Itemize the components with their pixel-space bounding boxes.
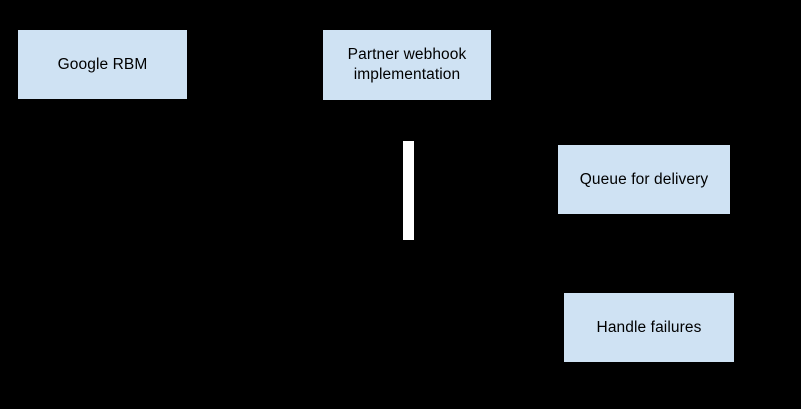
diagram-node-partner-webhook-implementation[interactable]: Partner webhook implementation <box>323 30 491 100</box>
diagram-node-handle-failures[interactable]: Handle failures <box>564 293 734 362</box>
vertical-connector-bar-icon <box>403 141 414 240</box>
diagram-node-label: Handle failures <box>596 318 702 336</box>
diagram-node-label: Google RBM <box>57 55 148 73</box>
diagram-node-queue-for-delivery[interactable]: Queue for delivery <box>558 145 730 214</box>
diagram-node-label: Queue for delivery <box>579 170 709 188</box>
diagram-node-label: Partner webhook implementation <box>347 46 467 83</box>
diagram-node-google-rbm[interactable]: Google RBM <box>18 30 187 99</box>
